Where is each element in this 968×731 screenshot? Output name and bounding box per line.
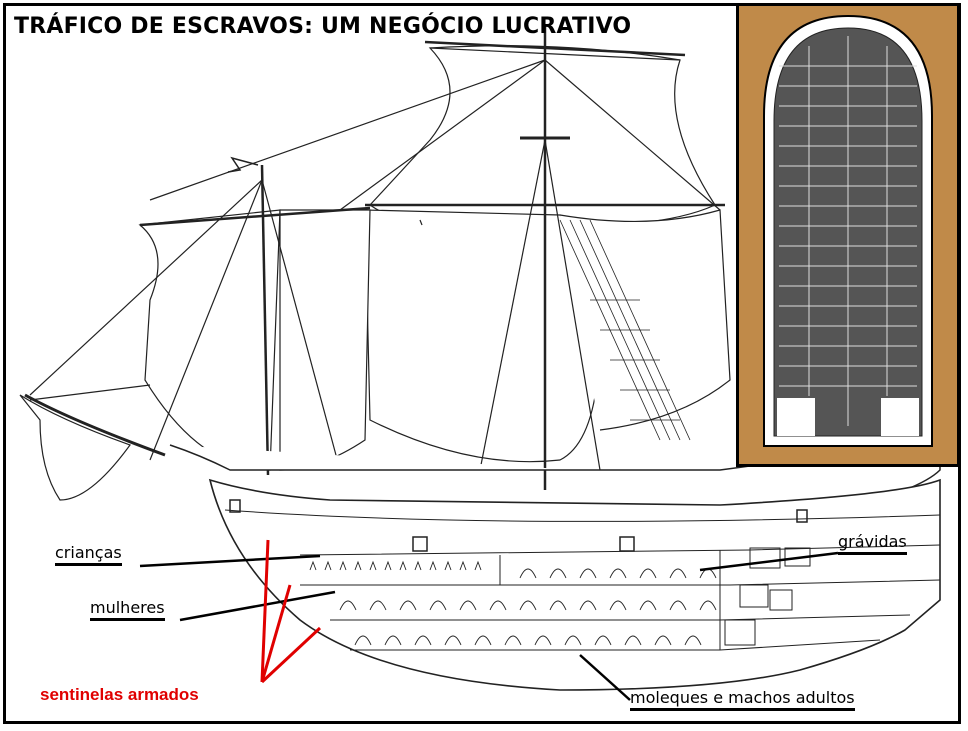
slave-ship-deck-plan-inset [736, 3, 960, 467]
leader-criancas [139, 554, 321, 568]
leader-mulheres [179, 590, 336, 622]
leader-moleques [579, 654, 631, 701]
page-title: TRÁFICO DE ESCRAVOS: UM NEGÓCIO LUCRATIV… [14, 14, 632, 39]
label-criancas: crianças [55, 543, 122, 566]
frame-border [3, 3, 961, 724]
leader-gravidas [699, 551, 839, 572]
sentinel-lines [260, 539, 322, 684]
label-mulheres: mulheres [90, 598, 165, 621]
label-gravidas: grávidas [838, 532, 907, 555]
label-moleques: moleques e machos adultos [630, 688, 855, 711]
label-sentinelas: sentinelas armados [40, 685, 199, 704]
